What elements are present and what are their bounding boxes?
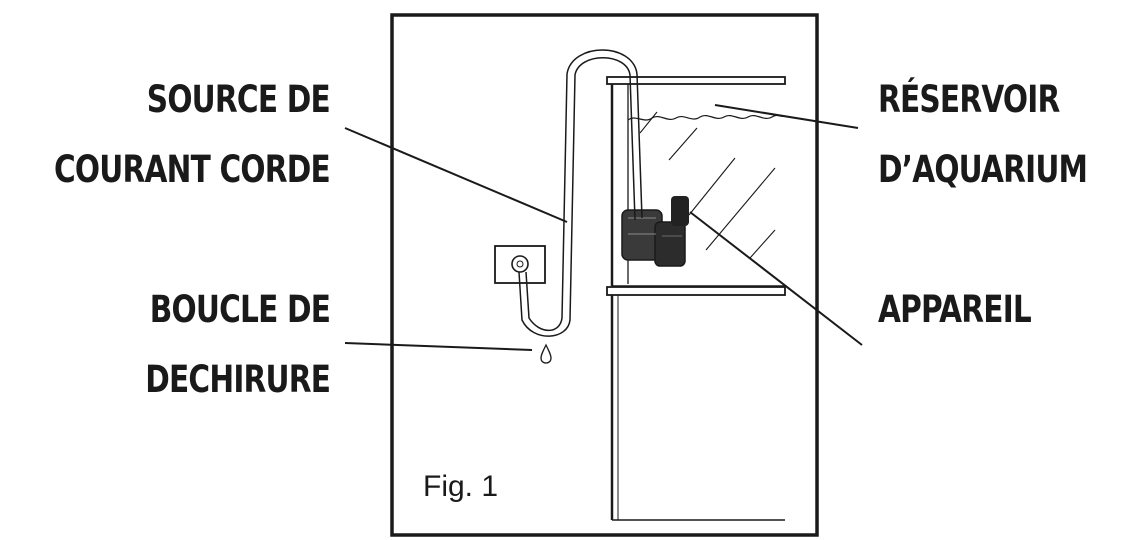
tank-lid: [606, 76, 786, 85]
pump-device: [621, 196, 689, 267]
label-power-cord-line1: SOURCE DE: [146, 78, 331, 121]
leader-device: [689, 211, 863, 346]
cord-outer-line: [518, 57, 636, 337]
outlet-socket: [511, 255, 529, 273]
pump-motor: [654, 221, 686, 267]
glass-reflection: [688, 157, 736, 216]
leader-lines: [344, 104, 863, 351]
aquarium-stand: [606, 286, 786, 521]
power-cord: [518, 49, 643, 337]
pump-outlet: [671, 196, 689, 226]
label-tank: RÉSERVOIR D’AQUARIUM: [878, 65, 1088, 205]
glass-reflection: [705, 167, 776, 251]
glass-reflection: [749, 229, 776, 259]
figure-caption: Fig. 1: [423, 470, 499, 503]
label-drip-loop-line1: BOUCLE DE: [149, 288, 331, 331]
label-drip-loop: BOUCLE DE DECHIRURE: [145, 275, 331, 415]
glass-reflection: [668, 127, 698, 161]
leader-power-cord: [344, 127, 568, 223]
glass-reflection: [639, 111, 658, 134]
outlet-socket-inner: [516, 260, 524, 268]
wall-outlet: [494, 245, 546, 284]
stand-top: [606, 286, 786, 296]
outlet-plate: [494, 245, 546, 284]
label-power-cord-line2: COURANT CORDE: [54, 148, 331, 191]
figure-frame: [390, 13, 819, 537]
label-tank-line1: RÉSERVOIR: [878, 78, 1060, 121]
leader-tank: [714, 104, 859, 129]
leader-drip-loop: [344, 342, 533, 351]
label-device: APPAREIL: [878, 275, 1032, 345]
label-tank-line2: D’AQUARIUM: [878, 148, 1088, 191]
label-drip-loop-line2: DECHIRURE: [145, 358, 331, 401]
label-power-cord: SOURCE DE COURANT CORDE: [54, 65, 331, 205]
cord-inner-line: [525, 49, 643, 332]
label-device-line1: APPAREIL: [878, 288, 1032, 331]
water-surface: [627, 114, 786, 121]
water-drop-icon: [540, 343, 552, 364]
